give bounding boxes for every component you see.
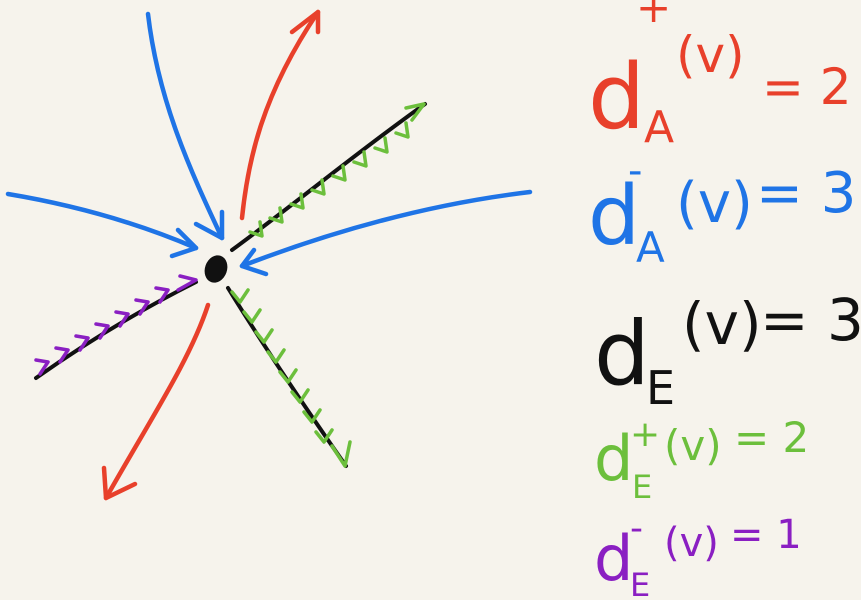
green-out-marks-lower bbox=[230, 288, 352, 468]
formula-arg: (v) bbox=[676, 171, 753, 236]
formula-eq: = 3 bbox=[756, 161, 856, 226]
formula-arg: (v) bbox=[682, 290, 762, 358]
blue-in-arc-left bbox=[5, 191, 199, 259]
formula-arg: (v) bbox=[664, 520, 719, 566]
formula-eq: = 1 bbox=[730, 512, 802, 558]
formula-edge-degree: d E (v) = 3 bbox=[594, 286, 861, 415]
formula-arc-in-degree: d - A (v) = 3 bbox=[588, 148, 856, 272]
purple-in-marks bbox=[34, 274, 198, 376]
formula-sub: E bbox=[646, 361, 675, 415]
blue-in-arc-top bbox=[145, 11, 225, 241]
blue-in-arc-right bbox=[239, 189, 533, 277]
red-out-arc-up bbox=[239, 9, 321, 221]
formula-sup: + bbox=[630, 414, 660, 455]
formula-d: d bbox=[588, 45, 645, 150]
formula-arg: (v) bbox=[676, 26, 745, 84]
vertex-dot bbox=[204, 255, 228, 283]
formula-eq: = 2 bbox=[734, 413, 809, 462]
formula-sub: A bbox=[644, 102, 674, 153]
formula-d: d bbox=[594, 302, 650, 405]
formula-d: d bbox=[594, 422, 633, 495]
formula-sub: A bbox=[636, 223, 665, 272]
formula-eq: = 2 bbox=[762, 58, 852, 116]
formula-sup: + bbox=[636, 0, 671, 32]
formula-d: d bbox=[594, 522, 633, 595]
formula-sub: E bbox=[630, 566, 650, 600]
edge-upper-right bbox=[230, 102, 427, 252]
formula-sup: - bbox=[630, 508, 643, 549]
formula-d: d bbox=[588, 169, 640, 264]
edge-lower-left bbox=[34, 280, 198, 380]
green-out-marks-upper bbox=[248, 102, 426, 238]
formula-eq: = 3 bbox=[760, 286, 861, 354]
formula-arg: (v) bbox=[664, 421, 722, 470]
formula-sub: E bbox=[632, 468, 652, 506]
formula-sup: - bbox=[628, 148, 642, 194]
formula-arc-out-degree: d + A (v) = 2 bbox=[588, 0, 852, 153]
formula-edge-out-degree: d + E (v) = 2 bbox=[594, 413, 809, 506]
red-out-arc-down bbox=[101, 302, 211, 501]
formula-edge-in-degree: d - E (v) = 1 bbox=[594, 508, 802, 600]
